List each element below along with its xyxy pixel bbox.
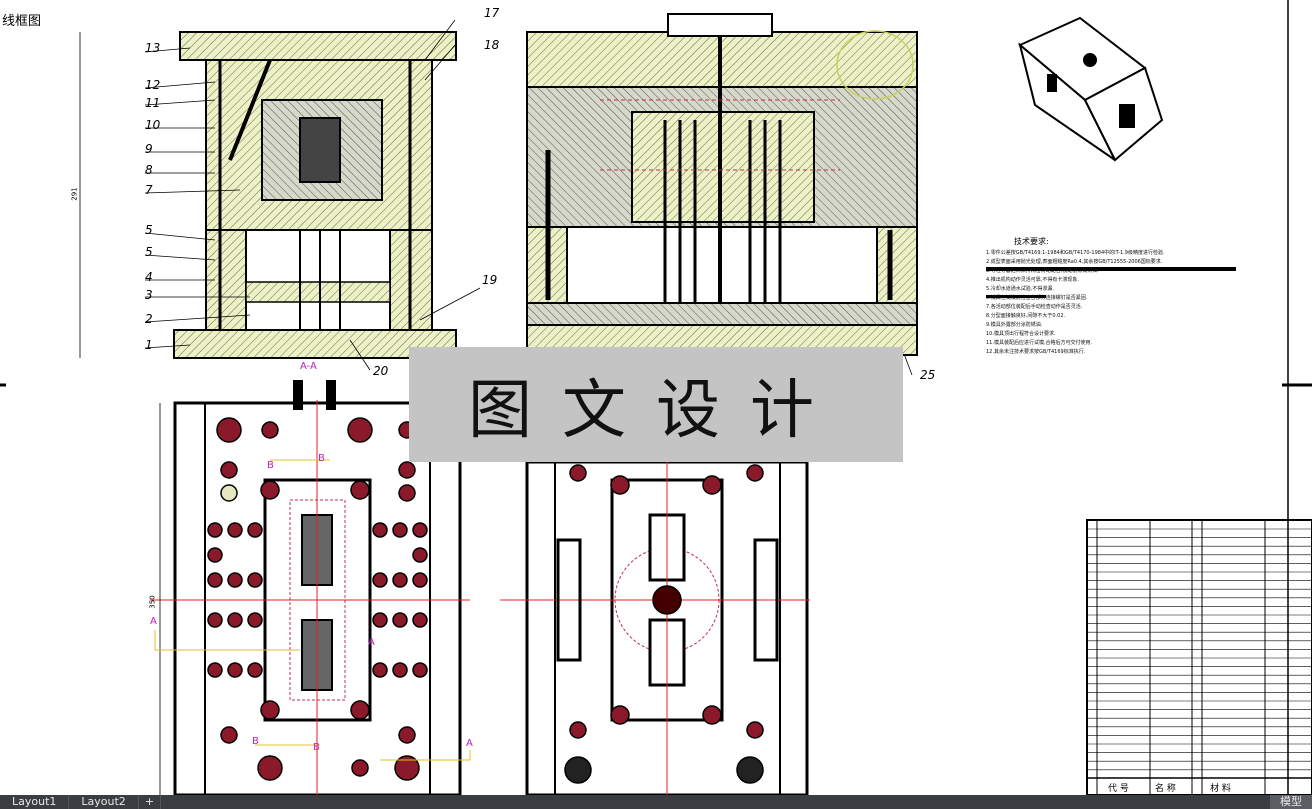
callout-10: 10 xyxy=(145,118,161,132)
tech-requirement-line: 8.分型面接触良好,间隙不大于0.02. xyxy=(986,313,1066,319)
callout-leaders xyxy=(144,19,913,376)
section-label-b-top2: B xyxy=(318,453,325,464)
callout-11: 11 xyxy=(145,96,161,110)
section-label-b-bottom: B xyxy=(252,736,259,747)
section-view-center xyxy=(526,13,918,356)
tech-requirement-bars xyxy=(986,267,1236,298)
section-label-a-bottom: A xyxy=(466,738,473,749)
tech-requirement-line: 7.各活动部位装配后手动检查动作是否灵活. xyxy=(986,304,1083,310)
viewport-label[interactable]: 线框图 xyxy=(0,10,44,29)
watermark-text: 图文设计 xyxy=(468,373,844,448)
callout-5a: 5 xyxy=(145,223,153,237)
callout-20: 20 xyxy=(373,364,389,378)
callout-12: 12 xyxy=(145,78,161,92)
isometric-part-view xyxy=(1018,16,1164,162)
callout-17: 17 xyxy=(484,6,500,20)
tech-requirement-line: 5.冷却水道通水试验,不得渗漏. xyxy=(986,286,1054,292)
section-markers xyxy=(154,459,471,761)
callout-18: 18 xyxy=(484,38,500,52)
bom-rows xyxy=(1087,528,1312,771)
bom-footer-material: 材 料 xyxy=(1210,784,1231,794)
bom-footer-code: 代 号 xyxy=(1108,784,1129,794)
tech-requirement-line: 6.模具在试模前检查各部分连接螺钉是否紧固. xyxy=(986,295,1088,301)
callout-8: 8 xyxy=(145,163,153,177)
tab-layout2[interactable]: Layout2 xyxy=(69,795,139,809)
tab-layout1[interactable]: Layout1 xyxy=(0,795,70,809)
tech-requirements-lines: 1.零件公差按GB/T4169.1-1984和GB/T4170-1984中的IT… xyxy=(986,249,1236,357)
bom-table xyxy=(1086,519,1312,795)
callout-13: 13 xyxy=(145,41,161,55)
layout-tab-bar: Layout1 Layout2 + 模型 xyxy=(0,795,1312,809)
callout-4: 4 xyxy=(145,270,153,284)
tech-requirement-line: 4.推出机构动作灵活可靠,不得有卡滞现象. xyxy=(986,277,1079,283)
section-label-aa: A-A xyxy=(300,361,317,372)
callout-19: 19 xyxy=(482,273,498,287)
tech-requirement-line: 1.零件公差按GB/T4169.1-1984和GB/T4170-1984中的IT… xyxy=(986,250,1165,256)
tech-requirement-line: 11.模具装配后应进行试模,合格后方可交付使用. xyxy=(986,340,1093,346)
plan-view-center-holes xyxy=(564,464,764,784)
callout-1: 1 xyxy=(145,338,153,352)
tech-requirements: 技术要求: 1.零件公差按GB/T4169.1-1984和GB/T4170-19… xyxy=(986,236,1236,357)
section-label-a-left: A xyxy=(150,616,157,627)
section-label-b-bottom2: B xyxy=(313,742,320,753)
add-layout-button[interactable]: + xyxy=(139,795,162,809)
callout-5b: 5 xyxy=(145,245,153,259)
dimension-height-lower: 350 xyxy=(148,595,157,609)
dimension-height-main: 291 xyxy=(70,187,79,201)
bom-footer-name: 名 称 xyxy=(1155,784,1176,794)
callout-7: 7 xyxy=(145,183,153,197)
tech-requirement-line: 9.模具外露部分涂防锈油. xyxy=(986,322,1043,328)
callout-25: 25 xyxy=(920,368,936,382)
model-space-toggle[interactable]: 模型 xyxy=(1270,795,1312,809)
tech-requirement-line: 12.其余未注技术要求按GB/T4169标准执行. xyxy=(986,349,1086,355)
callout-9: 9 xyxy=(145,142,153,156)
watermark-banner: 图文设计 xyxy=(409,347,903,462)
section-view-left xyxy=(79,31,457,359)
plan-view-left-holes xyxy=(207,417,428,781)
plan-view-center xyxy=(500,460,810,795)
tech-requirements-title: 技术要求: xyxy=(1014,237,1049,246)
tech-requirement-line: 3.导柱导套之间保持精密滑动配合,装配前涂润滑油. xyxy=(986,268,1099,274)
tech-requirement-line: 2.成型表面采用抛光处理,表面粗糙度Ra0.4,其余按GB/T12555-200… xyxy=(986,259,1163,265)
section-label-a-right: A xyxy=(368,637,375,648)
tech-requirement-line: 10.模具顶出行程符合设计要求. xyxy=(986,331,1056,337)
callout-2: 2 xyxy=(145,312,153,326)
section-label-b-top: B xyxy=(267,460,274,471)
callout-3: 3 xyxy=(145,288,153,302)
